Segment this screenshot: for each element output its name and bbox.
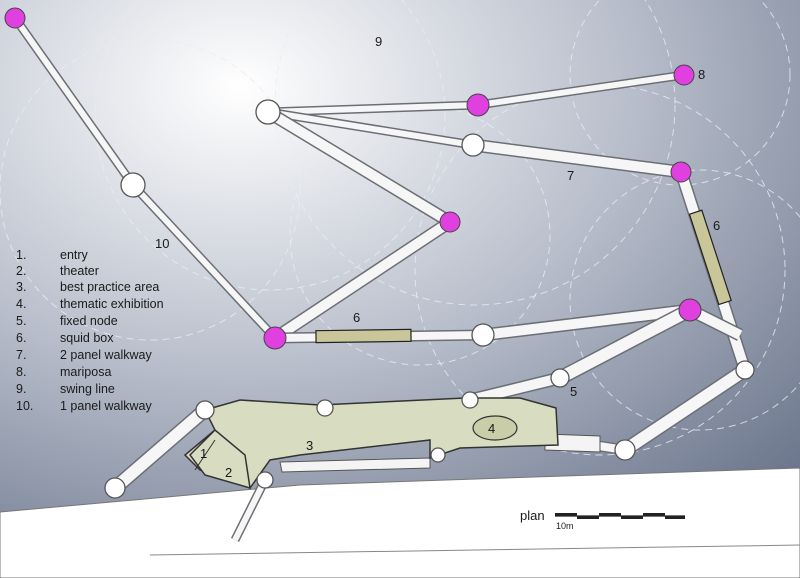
label-9: 9 [375, 34, 382, 49]
legend-num-5: 5. [16, 314, 26, 328]
main-platform [183, 397, 601, 490]
legend-text-2: theater [60, 264, 99, 278]
legend-text-9: swing line [60, 382, 115, 396]
label-5: 5 [570, 384, 577, 399]
legend-text-5: fixed node [60, 314, 118, 328]
legend-num-10: 10. [16, 399, 33, 413]
label-1: 1 [200, 446, 207, 461]
legend-text-10: 1 panel walkway [60, 399, 152, 413]
legend-num-6: 6. [16, 331, 26, 345]
plan-labels: 9 8 7 6 10 6 5 4 3 1 2 [155, 34, 720, 480]
legend-num-7: 7. [16, 348, 26, 362]
mariposa-4 [670, 161, 692, 183]
legend-num-3: 3. [16, 280, 26, 294]
label-6-right: 6 [713, 218, 720, 233]
mariposa-7 [678, 298, 702, 322]
squid-box-vertical [688, 209, 732, 306]
legend-num-9: 9. [16, 382, 26, 396]
label-8: 8 [698, 67, 705, 82]
label-3: 3 [306, 438, 313, 453]
mariposa-6 [263, 326, 287, 350]
label-2: 2 [225, 465, 232, 480]
legend-text-8: mariposa [60, 365, 111, 379]
legend-text-3: best practice area [60, 280, 159, 294]
scale-unit: 10m [556, 521, 574, 531]
mariposa-2 [466, 93, 490, 117]
squid-box-horizontal [315, 328, 412, 344]
theater-area [189, 428, 251, 490]
legend-num-4: 4. [16, 297, 26, 311]
fixed-nodes [104, 360, 755, 499]
walkway-1-panel [11, 15, 279, 342]
legend-text-4: thematic exhibition [60, 297, 164, 311]
legend-num-1: 1. [16, 248, 26, 262]
legend-text-6: squid box [60, 331, 114, 345]
legend-num-8: 8. [16, 365, 26, 379]
legend-text-7: 2 panel walkway [60, 348, 152, 362]
mariposa-1 [4, 7, 26, 29]
mariposa-5 [439, 211, 461, 233]
legend-text-1: entry [60, 248, 89, 262]
squid-boxes [315, 209, 732, 344]
mariposas [4, 7, 702, 350]
quay [0, 467, 800, 578]
label-6-lower: 6 [353, 310, 360, 325]
mariposa-3 [673, 64, 695, 86]
label-7: 7 [567, 168, 574, 183]
legend-num-2: 2. [16, 264, 26, 278]
label-10: 10 [155, 236, 169, 251]
legend: 1. entry 2. theater 3. best practice are… [16, 248, 164, 413]
quay-edge [149, 544, 800, 556]
swing-nodes [120, 99, 495, 347]
label-4: 4 [488, 421, 495, 436]
scale-bar: plan 10m [520, 508, 685, 531]
scale-title: plan [520, 508, 545, 523]
thematic-exhibition-area [472, 415, 518, 441]
